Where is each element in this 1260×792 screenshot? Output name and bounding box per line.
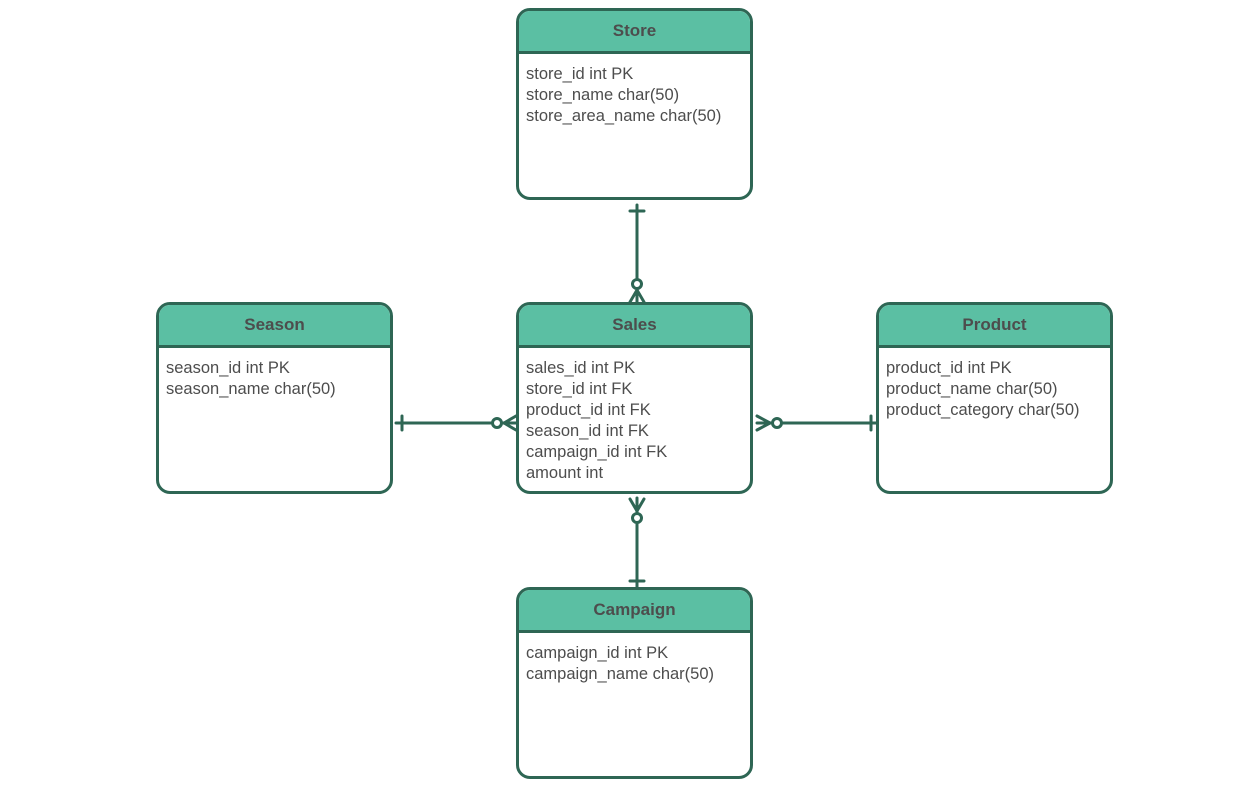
entity-field: sales_id int PK bbox=[526, 359, 636, 377]
zero-marker bbox=[631, 278, 643, 290]
entity-field: season_name char(50) bbox=[166, 380, 336, 398]
entity-field: campaign_id int FK bbox=[526, 443, 668, 461]
entity-title: Season bbox=[244, 315, 305, 334]
connector-campaign-sales bbox=[628, 496, 646, 589]
entity-header: Store bbox=[519, 11, 750, 54]
connector-season-sales bbox=[394, 414, 518, 432]
entity-field: product_name char(50) bbox=[886, 380, 1058, 398]
crowfoot-marker bbox=[628, 288, 639, 304]
entity-title: Sales bbox=[612, 315, 657, 334]
entity-field-list: campaign_id int PK campaign_name char(50… bbox=[519, 633, 750, 685]
entity-field: product_category char(50) bbox=[886, 401, 1080, 419]
entity-field-list: store_id int PK store_name char(50) stor… bbox=[519, 54, 750, 127]
crowfoot-marker bbox=[502, 414, 518, 425]
entity-store[interactable]: Store store_id int PK store_name char(50… bbox=[516, 8, 753, 200]
entity-field: amount int bbox=[526, 464, 604, 482]
entity-field: product_id int PK bbox=[886, 359, 1012, 377]
entity-field: product_id int FK bbox=[526, 401, 651, 419]
entity-campaign[interactable]: Campaign campaign_id int PK campaign_nam… bbox=[516, 587, 753, 779]
crowfoot-marker bbox=[755, 414, 772, 425]
entity-field: store_id int FK bbox=[526, 380, 633, 398]
entity-field: store_area_name char(50) bbox=[526, 107, 722, 125]
zero-marker bbox=[771, 417, 783, 429]
entity-field: season_id int FK bbox=[526, 422, 649, 440]
connector-product-sales bbox=[755, 414, 878, 432]
entity-field: season_id int PK bbox=[166, 359, 290, 377]
entity-header: Sales bbox=[519, 305, 750, 348]
entity-field: store_id int PK bbox=[526, 65, 634, 83]
entity-title: Campaign bbox=[593, 600, 676, 619]
connector-store-sales bbox=[628, 203, 646, 304]
entity-field: campaign_id int PK bbox=[526, 644, 669, 662]
entity-sales[interactable]: Sales sales_id int PK store_id int FK pr… bbox=[516, 302, 753, 494]
crowfoot-marker bbox=[628, 497, 639, 513]
zero-marker bbox=[631, 512, 643, 524]
entity-season[interactable]: Season season_id int PK season_name char… bbox=[156, 302, 393, 494]
entity-header: Campaign bbox=[519, 590, 750, 633]
entity-field-list: sales_id int PK store_id int FK product_… bbox=[519, 348, 750, 484]
entity-field: store_name char(50) bbox=[526, 86, 680, 104]
entity-product[interactable]: Product product_id int PK product_name c… bbox=[876, 302, 1113, 494]
entity-title: Store bbox=[612, 21, 657, 40]
entity-field-list: product_id int PK product_name char(50) … bbox=[879, 348, 1110, 421]
entity-header: Season bbox=[159, 305, 390, 348]
entity-header: Product bbox=[879, 305, 1110, 348]
entity-field: campaign_name char(50) bbox=[526, 665, 715, 683]
zero-marker bbox=[491, 417, 503, 429]
entity-title: Product bbox=[962, 315, 1027, 334]
entity-field-list: season_id int PK season_name char(50) bbox=[159, 348, 390, 400]
